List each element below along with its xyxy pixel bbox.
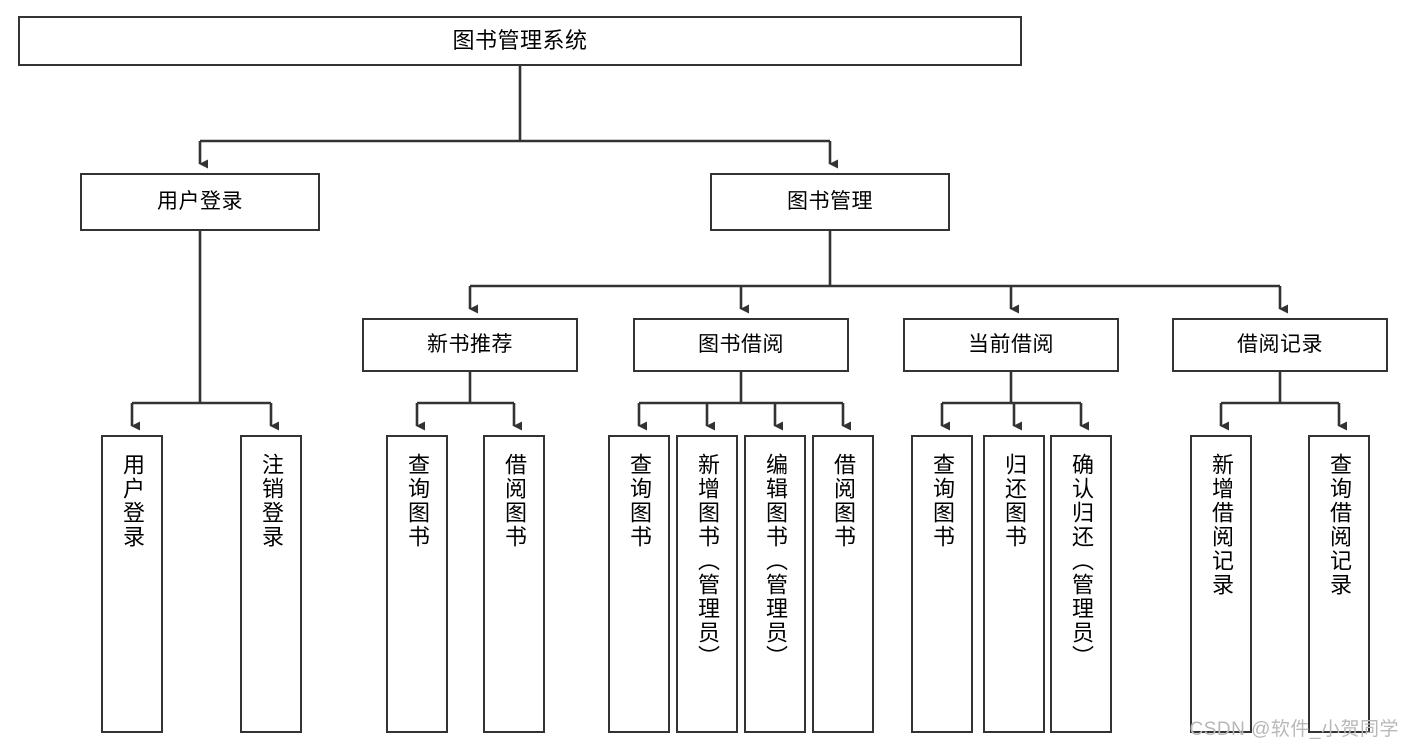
node-leaf-query-book-1[interactable]: 查询图书 (386, 435, 448, 733)
node-borrow-record[interactable]: 借阅记录 (1172, 318, 1388, 372)
node-current-borrow[interactable]: 当前借阅 (903, 318, 1119, 372)
node-leaf-borrow-book-2[interactable]: 借阅图书 (812, 435, 874, 733)
node-leaf-return-book[interactable]: 归还图书 (983, 435, 1045, 733)
node-label: 当前借阅 (968, 332, 1054, 356)
node-new-book-rec[interactable]: 新书推荐 (362, 318, 578, 372)
node-label: 确认归还（管理员） (1068, 453, 1094, 669)
node-leaf-add-record[interactable]: 新增借阅记录 (1190, 435, 1252, 733)
node-user-login[interactable]: 用户登录 (80, 173, 320, 231)
csdn-watermark: CSDN @软件_小贺同学 (1189, 719, 1399, 740)
node-leaf-confirm-return[interactable]: 确认归还（管理员） (1050, 435, 1112, 733)
node-leaf-add-book[interactable]: 新增图书（管理员） (676, 435, 738, 733)
node-label: 借阅图书 (501, 453, 527, 549)
node-label: 查询图书 (929, 453, 955, 549)
node-label: 新书推荐 (427, 332, 513, 356)
node-label: 编辑图书（管理员） (762, 453, 788, 669)
node-label: 用户登录 (157, 189, 243, 213)
node-label: 注销登录 (258, 453, 284, 549)
node-label: 借阅图书 (830, 453, 856, 549)
node-label: 新增图书（管理员） (694, 453, 720, 669)
node-label: 新增借阅记录 (1208, 453, 1234, 597)
node-root[interactable]: 图书管理系统 (18, 16, 1022, 66)
node-leaf-borrow-book-1[interactable]: 借阅图书 (483, 435, 545, 733)
node-label: 查询图书 (404, 453, 430, 549)
node-leaf-user-login[interactable]: 用户登录 (101, 435, 163, 733)
node-label: 图书借阅 (698, 332, 784, 356)
node-label: 查询图书 (626, 453, 652, 549)
node-book-manage[interactable]: 图书管理 (710, 173, 950, 231)
node-leaf-logout[interactable]: 注销登录 (240, 435, 302, 733)
node-label: 图书管理 (787, 189, 873, 213)
node-leaf-query-book-2[interactable]: 查询图书 (608, 435, 670, 733)
node-label: 归还图书 (1001, 453, 1027, 549)
node-leaf-query-record[interactable]: 查询借阅记录 (1308, 435, 1370, 733)
node-label: 用户登录 (119, 453, 145, 549)
node-label: 查询借阅记录 (1326, 453, 1352, 597)
node-label: 借阅记录 (1237, 332, 1323, 356)
node-label: 图书管理系统 (452, 28, 588, 54)
node-leaf-edit-book[interactable]: 编辑图书（管理员） (744, 435, 806, 733)
node-book-borrow[interactable]: 图书借阅 (633, 318, 849, 372)
node-leaf-query-book-3[interactable]: 查询图书 (911, 435, 973, 733)
